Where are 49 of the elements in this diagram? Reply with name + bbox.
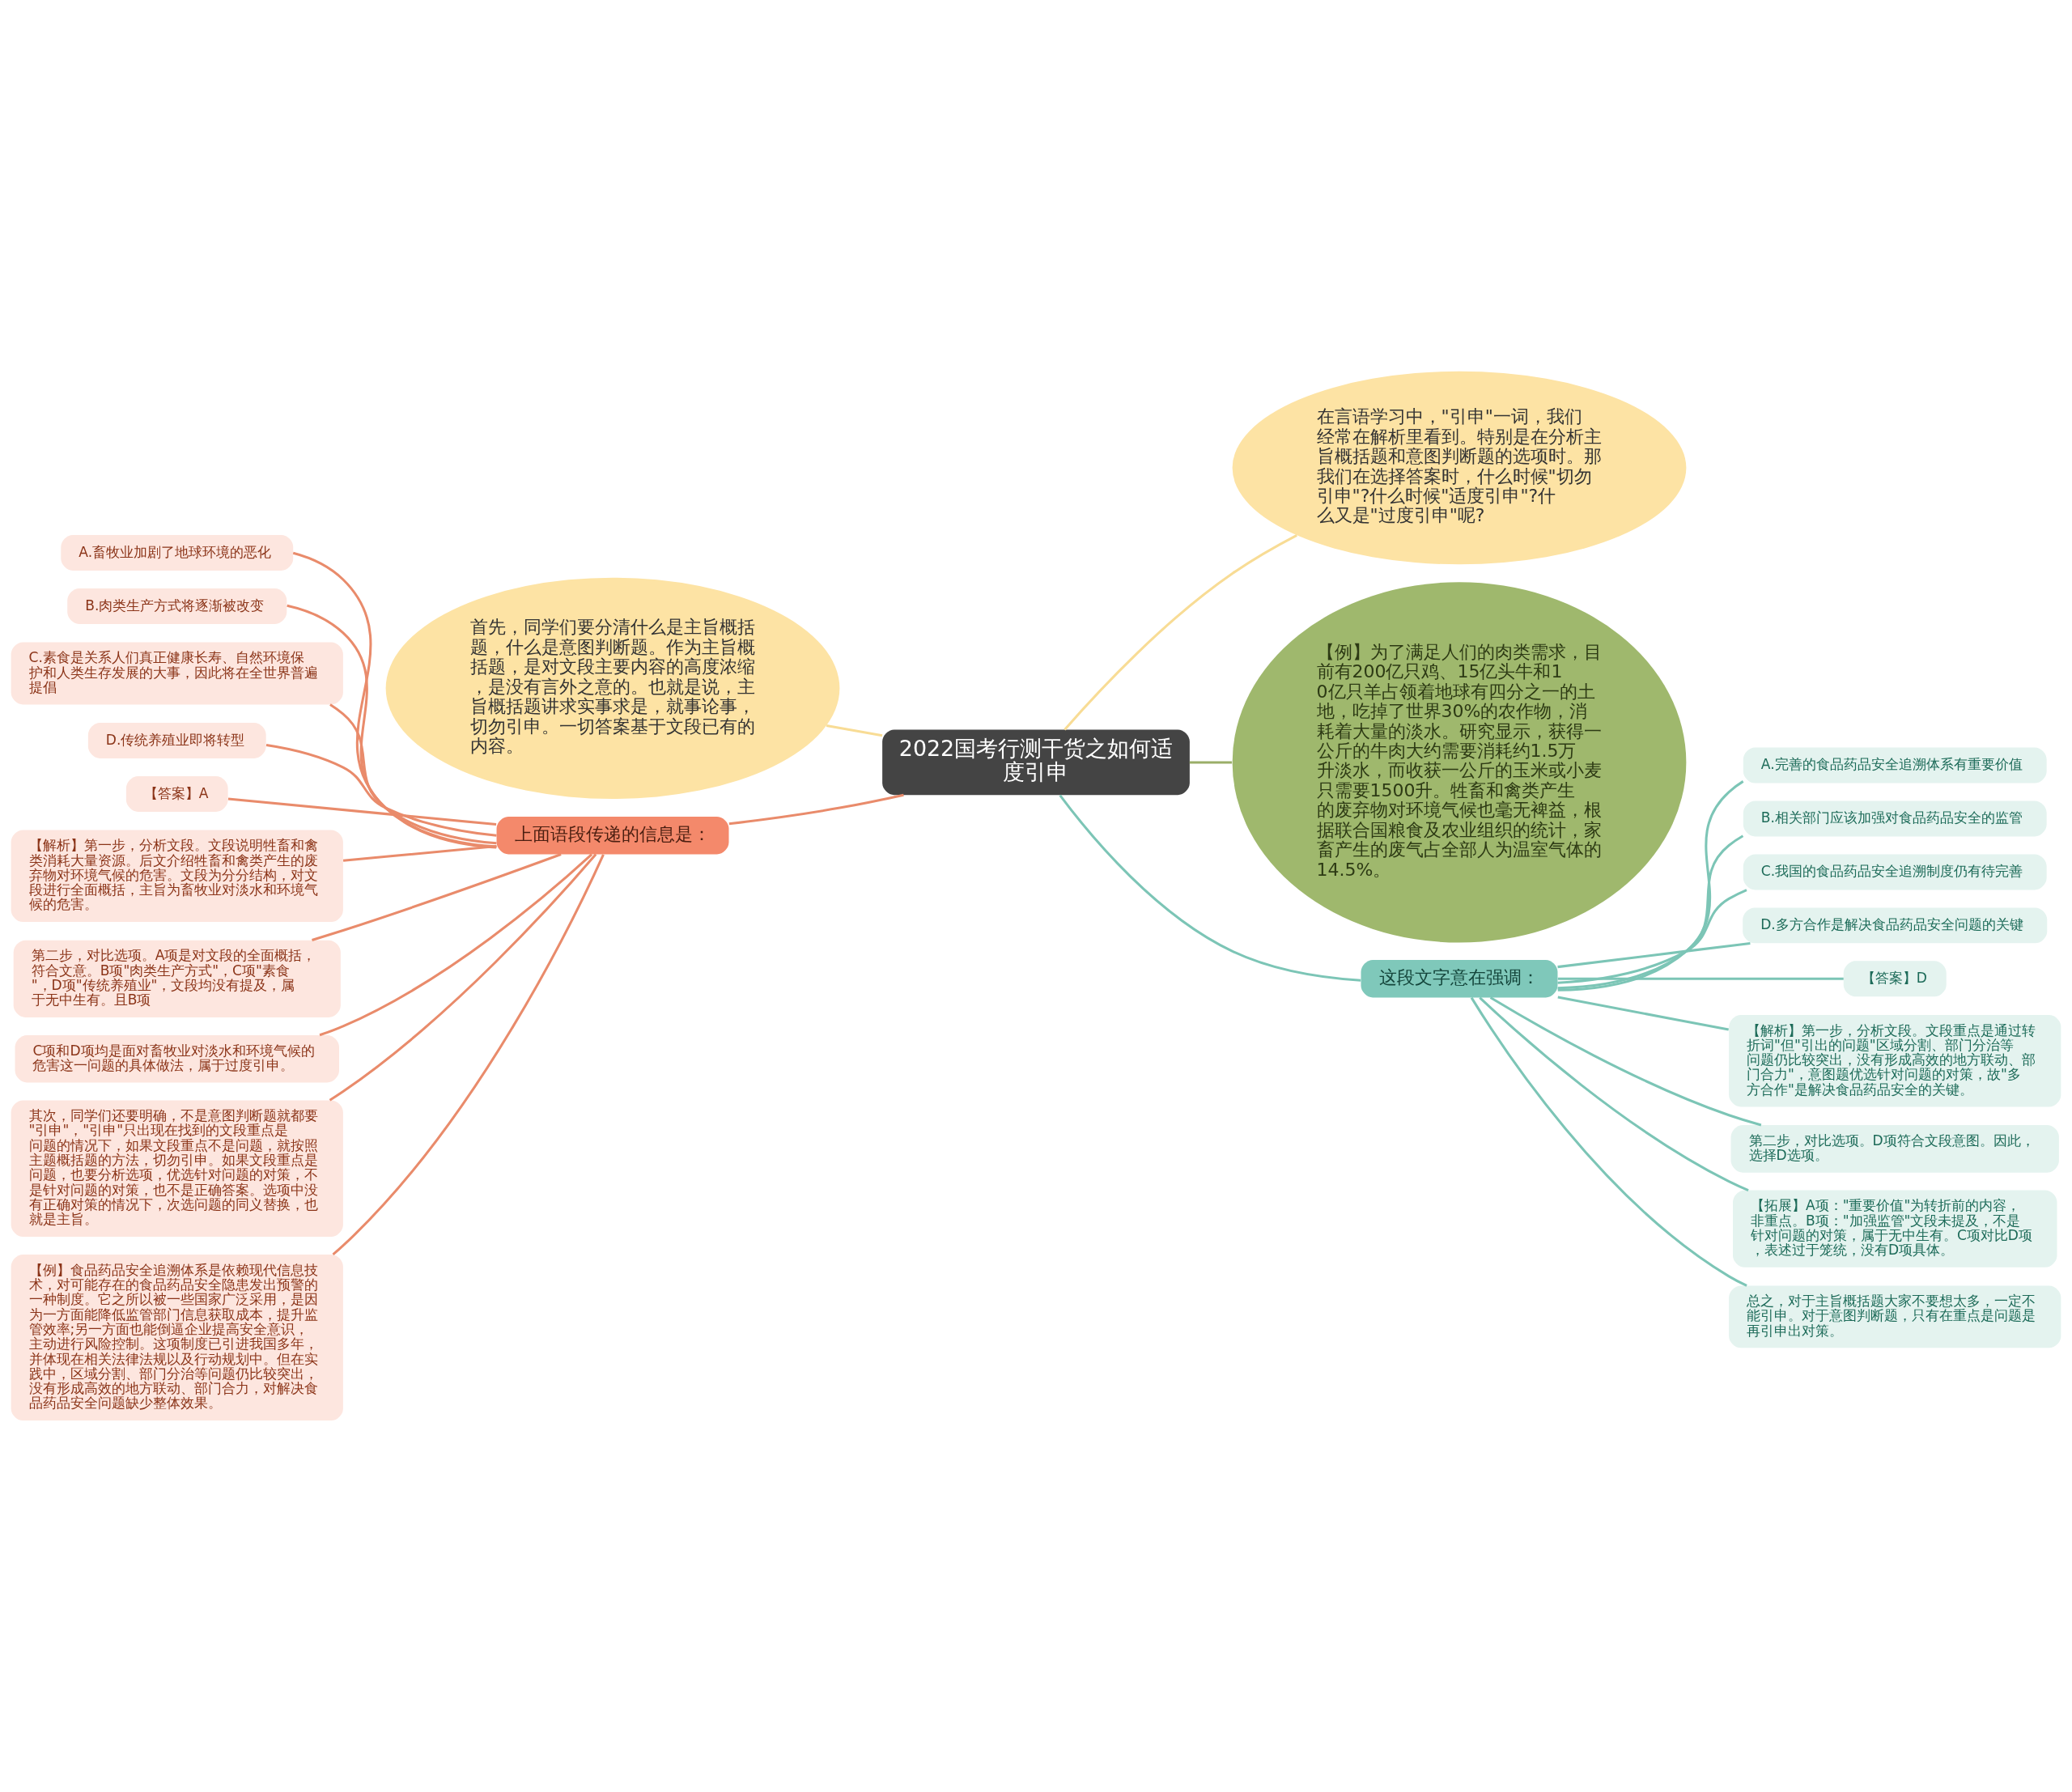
connector: [227, 797, 497, 826]
connector: [329, 853, 597, 1102]
node-ellipse: 在言语学习中，"引申"一词，我们经常在解析里看到。特别是在分析主旨概括题和意图判断题的选项时。那我们在选择答案时，什么时候"切勿引申"?什么时候"适度引申"?什么又是"过度引申"呢?: [1232, 371, 1687, 565]
node-box: 第二步，对比选项。A项是对文段的全面概括，符合文意。B项"肉类生产方式"，C项"素食"，D项"传统养殖业"，文段均没有提及，属于无中生有。且B项: [13, 940, 341, 1017]
node-box: 【例】食品药品安全追溯体系是依赖现代信息技术，对可能存在的食品药品安全隐患发出预警的一种制度。它之所以被一些国家广泛采用，是因为一方面能降低监管部门信息获取成本，提升监管效率;另一方面也能倒逼企业提高安全意识，主动进行风险控制。这项制度已引进我国多年，并体现在相关法律法规以及行动规划中。但在实践中，区域分割、部门分治等问题仍比较突出，没有形成高效的地方联动、部门合力，对解决食品药品安全问题缺少整体效果。: [11, 1255, 343, 1421]
node-box: 【答案】D: [1843, 961, 1947, 997]
node-box: 总之，对于主旨概括题大家不要想太多，一定不能引申。对于意图判断题，只有在重点是问题是再引申出对策。: [1729, 1285, 2061, 1348]
connector: [1557, 941, 1751, 969]
connector: [1064, 533, 1297, 731]
connector: [312, 853, 562, 942]
connector: [1479, 996, 1749, 1191]
connector: [332, 854, 605, 1256]
node-box: 【解析】第一步，分析文段。文段说明牲畜和禽类消耗大量资源。后文介绍牲畜和禽类产生的废弃物对环境气候的危害。文段为分分结构，对文段进行全面概括，主旨为畜牧业对淡水和环境气候的危害。: [11, 830, 343, 923]
connector: [1557, 996, 1729, 1031]
node-box: D.多方合作是解决食品药品安全问题的关键: [1743, 907, 2048, 944]
node-box: C.我国的食品药品安全追溯制度仍有待完善: [1743, 854, 2047, 890]
node-ellipse: 【例】为了满足人们的肉类需求，目前有200亿只鸡、15亿头牛和10亿只羊占领着地球有四分之一的土地，吃掉了世界30%的农作物，消耗着大量的淡水。研究显示，获得一公斤的牛肉大约需要消耗约1.5万升淡水，而收获一公斤的玉米或小麦只需要1500升。牲畜和禽类产生的废弃物对环境气候也毫无裨益，根据联合国粮食及农业组织的统计，家畜产生的废气占全部人为温室气体的14.5%。: [1232, 582, 1687, 943]
node-box: A.畜牧业加剧了地球环境的恶化: [61, 535, 294, 571]
connector: [1470, 996, 1747, 1287]
node-box: C.素食是关系人们真正健康长寿、自然环境保护和人类生存发展的大事，因此将在全世界普遍提倡: [11, 642, 343, 705]
connector: [292, 551, 497, 849]
node-box: 第二步，对比选项。D项符合文段意图。因此，选择D选项。: [1730, 1125, 2059, 1173]
node-box: 这段文字意在强调：: [1361, 960, 1558, 998]
connector: [319, 853, 593, 1037]
connector: [342, 845, 497, 862]
connector: [1557, 834, 1744, 990]
node-box: 【解析】第一步，分析文段。文段重点是通过转折词"但"引出的问题"区域分割、部门分治等问题仍比较突出，没有形成高效的地方联动、部门合力"，意图题优选针对问题的对策，故"多方合作"是解决食品药品安全的关键。: [1729, 1014, 2061, 1107]
connector: [329, 703, 497, 845]
node-box: A.完善的食品药品安全追溯体系有重要价值: [1743, 747, 2047, 783]
node-box: D.传统养殖业即将转型: [87, 723, 266, 758]
node-box: 【答案】A: [125, 776, 228, 812]
node-box: B.相关部门应该加强对食品药品安全的监管: [1743, 800, 2047, 837]
connector: [1059, 794, 1361, 982]
connector: [1557, 889, 1747, 984]
connector: [826, 724, 883, 737]
node-box: 上面语段传递的信息是：: [496, 817, 729, 855]
connector: [1489, 996, 1762, 1127]
node-box: B.肉类生产方式将逐渐被改变: [67, 588, 287, 624]
node-box: 其次，同学们还要明确，不是意图判断题就都要"引申"，"引申"只出现在找到的文段重点是问题的情况下，如果文段重点不是问题，就按照主题概括题的方法，切勿引申。如果文段重点是问题，也要分析选项，优选针对问题的对策，不是针对问题的对策，也不是正确答案。选项中没有正确对策的情况下，次选问题的同义替换，也就是主旨。: [11, 1100, 343, 1237]
connector: [287, 604, 497, 848]
node-box: 2022国考行测干货之如何适度引申: [882, 729, 1190, 796]
connector: [1557, 977, 1844, 980]
connector: [1189, 761, 1232, 764]
node-box: 【拓展】A项："重要价值"为转折前的内容，非重点。B项："加强监管"文段未提及，不是针对问题的对策，属于无中生有。C项对比D项，表述过于笼统，没有D项具体。: [1733, 1190, 2057, 1268]
connector: [1557, 780, 1744, 992]
connector: [265, 743, 497, 837]
node-box: C项和D项均是面对畜牧业对淡水和环境气候的危害这一问题的具体做法，属于过度引申。: [15, 1034, 339, 1083]
node-ellipse: 首先，同学们要分清什么是主旨概括题，什么是意图判断题。作为主旨概括题，是对文段主要内容的高度浓缩，是没有言外之意的。也就是说，主旨概括题讲求实事求是，就事论事，切勿引申。一切答案基于文段已有的内容。: [385, 577, 840, 799]
connector: [728, 793, 904, 826]
